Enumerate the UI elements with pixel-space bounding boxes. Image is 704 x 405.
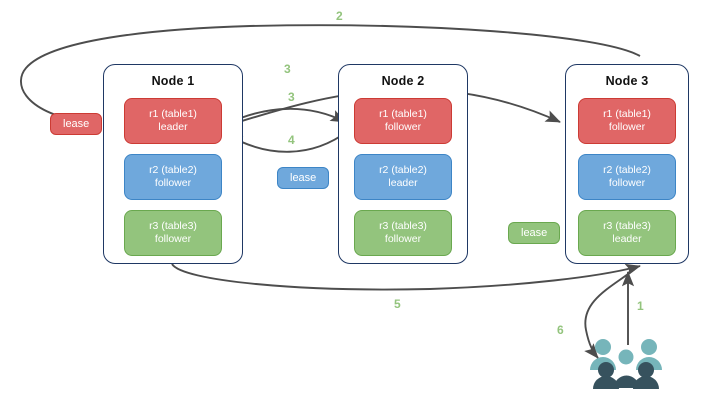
step-3a-label: 3 bbox=[284, 62, 291, 76]
node-1[interactable]: Node 1 r1 (table1) leader r2 (table2) fo… bbox=[103, 64, 243, 264]
node-2-replica-r3-line2: follower bbox=[384, 233, 422, 245]
node-2-replica-r3[interactable]: r3 (table3) follower bbox=[354, 210, 452, 256]
step-6-label: 6 bbox=[557, 323, 564, 337]
node-1-replica-r1[interactable]: r1 (table1) leader bbox=[124, 98, 222, 144]
node-2[interactable]: Node 2 r1 (table1) follower r2 (table2) … bbox=[338, 64, 468, 264]
lease-r1[interactable]: lease bbox=[50, 113, 103, 135]
node-1-replica-r3-line1: r3 (table3) bbox=[149, 220, 197, 232]
node-3-replica-r3[interactable]: r3 (table3) leader bbox=[578, 210, 676, 256]
lease-r3[interactable]: lease bbox=[508, 222, 561, 244]
users-icon bbox=[588, 337, 664, 389]
node-2-replica-r1-line2: follower bbox=[384, 121, 422, 133]
node-2-title: Node 2 bbox=[381, 74, 425, 88]
step-2-label: 2 bbox=[336, 9, 343, 23]
node-2-replica-r2-line1: r2 (table2) bbox=[379, 164, 427, 176]
node-2-replica-r3-line1: r3 (table3) bbox=[379, 220, 427, 232]
step-3b-label: 3 bbox=[288, 90, 295, 104]
node-3-title: Node 3 bbox=[605, 74, 649, 88]
node-1-replica-r2-line1: r2 (table2) bbox=[149, 164, 197, 176]
node-1-replica-r2[interactable]: r2 (table2) follower bbox=[124, 154, 222, 200]
node-3[interactable]: Node 3 r1 (table1) follower r2 (table2) … bbox=[565, 64, 689, 264]
node-1-title: Node 1 bbox=[151, 74, 195, 88]
node-2-replica-r2-line2: leader bbox=[388, 177, 418, 189]
lease-r2[interactable]: lease bbox=[277, 167, 330, 189]
node-1-replica-r2-line2: follower bbox=[154, 177, 192, 189]
node-2-replica-r2[interactable]: r2 (table2) leader bbox=[354, 154, 452, 200]
node-3-replica-r3-line1: r3 (table3) bbox=[603, 220, 651, 232]
node-3-replica-r1-line1: r1 (table1) bbox=[603, 108, 651, 120]
step-4-label: 4 bbox=[288, 133, 295, 147]
node-1-replica-r1-line2: leader bbox=[158, 121, 188, 133]
node-2-replica-r1[interactable]: r1 (table1) follower bbox=[354, 98, 452, 144]
node-2-replica-r1-line1: r1 (table1) bbox=[379, 108, 427, 120]
node-1-replica-r1-line1: r1 (table1) bbox=[149, 108, 197, 120]
node-3-replica-r2-line2: follower bbox=[608, 177, 646, 189]
node-3-replica-r3-line2: leader bbox=[612, 233, 642, 245]
node-3-replica-r1-line2: follower bbox=[608, 121, 646, 133]
edge-5-node1-node3 bbox=[171, 263, 641, 291]
step-1-label: 1 bbox=[637, 299, 644, 313]
step-5-label: 5 bbox=[394, 297, 401, 311]
node-1-replica-r3[interactable]: r3 (table3) follower bbox=[124, 210, 222, 256]
node-3-replica-r1[interactable]: r1 (table1) follower bbox=[578, 98, 676, 144]
node-3-replica-r2[interactable]: r2 (table2) follower bbox=[578, 154, 676, 200]
node-1-replica-r3-line2: follower bbox=[154, 233, 192, 245]
node-3-replica-r2-line1: r2 (table2) bbox=[603, 164, 651, 176]
